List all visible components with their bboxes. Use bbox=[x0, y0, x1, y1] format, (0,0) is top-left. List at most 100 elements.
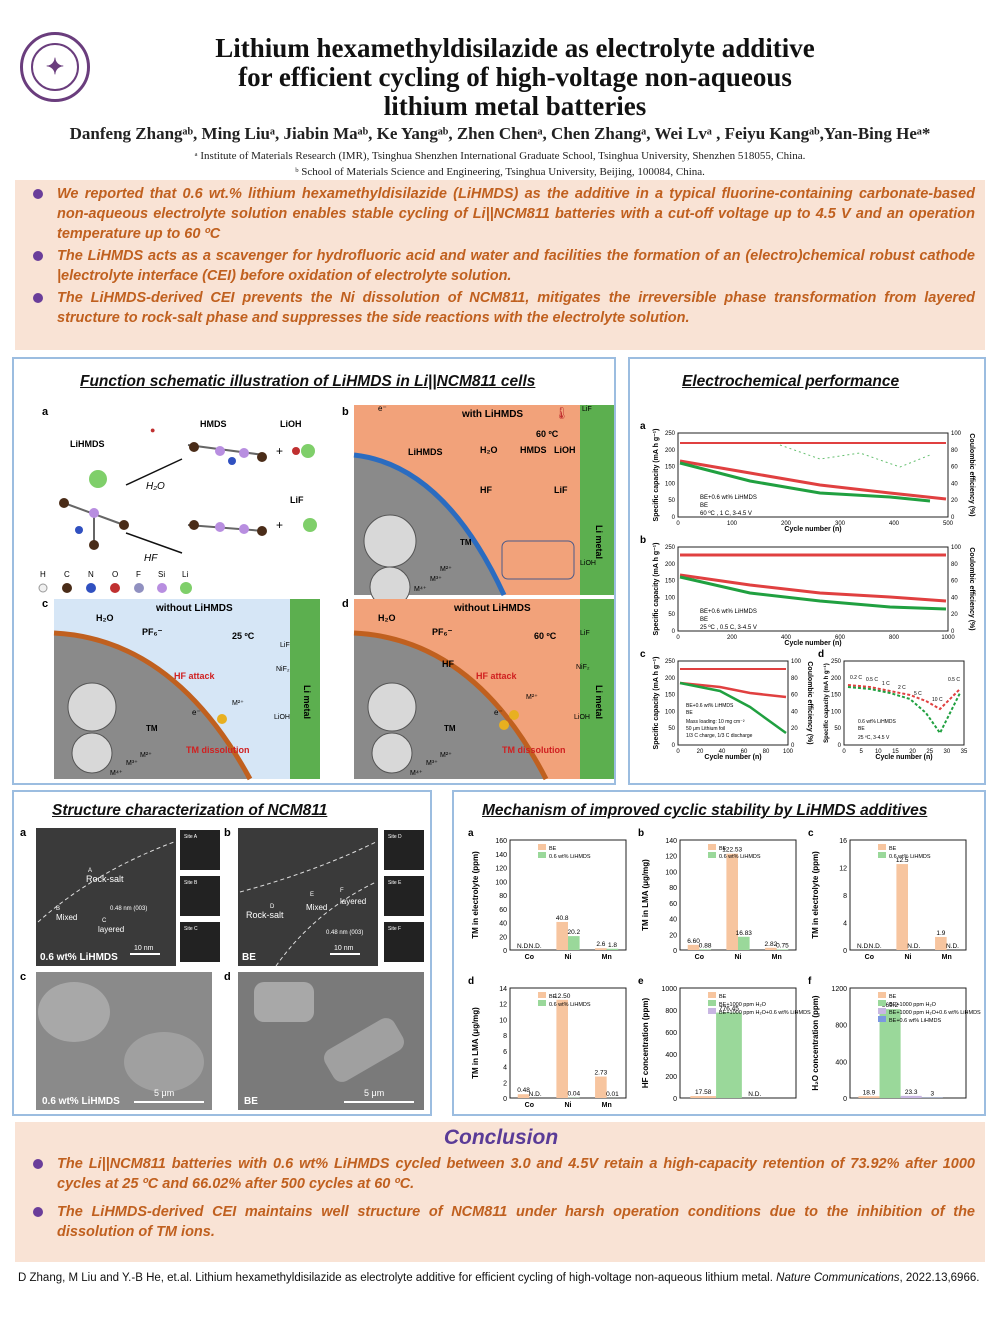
x-tick-label: 25 bbox=[926, 749, 933, 755]
site-d-label: Site D bbox=[388, 834, 402, 840]
tm-ion-icon bbox=[499, 720, 509, 730]
structure-figure: a Rock-salt Mixed layered 0.48 nm (003) … bbox=[20, 827, 424, 1110]
plot-d-frame bbox=[843, 660, 965, 746]
y2-tick-label: 60 bbox=[951, 579, 958, 585]
x-tick-label: 20 bbox=[697, 749, 704, 755]
reference-journal[interactable]: Nature Communications bbox=[776, 1272, 900, 1284]
lif-layer-label: LiF bbox=[580, 630, 590, 637]
x-tick-label: 0 bbox=[676, 635, 680, 641]
data-label: 12.5 bbox=[896, 857, 909, 864]
y2-tick-label: 60 bbox=[951, 465, 958, 471]
legend-swatch bbox=[538, 844, 546, 850]
y-tick-label: 20 bbox=[669, 932, 677, 939]
x-tick-label: 100 bbox=[783, 749, 794, 755]
legend-label: BE+0.6 wt% LiHMDS bbox=[889, 1018, 941, 1024]
x-tick-label: 0 bbox=[676, 521, 680, 527]
lihmds-label: LiHMDS bbox=[408, 447, 443, 457]
lioh-layer-label: LiOH bbox=[274, 714, 290, 721]
m3-label: M³⁺ bbox=[426, 760, 438, 767]
data-label: 0.88 bbox=[699, 942, 712, 949]
y-tick-label: 40 bbox=[499, 921, 507, 928]
x-tick-label: 15 bbox=[892, 749, 899, 755]
conclusion-item: The Li||NCM811 batteries with 0.6 wt% Li… bbox=[27, 1154, 975, 1194]
schematic-b: b Li metal with LiHMDS 60 ºC 🌡 e⁻ LiHMDS… bbox=[342, 404, 614, 608]
legend-f: F bbox=[136, 570, 141, 579]
legend-swatch bbox=[538, 1000, 546, 1006]
phase-boundary bbox=[275, 881, 377, 967]
y-tick-label: 0 bbox=[503, 1096, 507, 1103]
schematic-title: Function schematic illustration of LiHMD… bbox=[80, 373, 536, 390]
phase-boundary bbox=[37, 841, 175, 923]
data-label: N.D. bbox=[857, 943, 870, 950]
bar bbox=[935, 936, 947, 950]
rate-label: 0.5 C bbox=[948, 677, 960, 683]
hmds-label: HMDS bbox=[520, 445, 547, 455]
category-label: Mn bbox=[602, 1102, 612, 1109]
bar bbox=[556, 921, 568, 950]
y-tick-label: 160 bbox=[495, 838, 507, 845]
legend-lithium-foil: 50 μm Lithium foil bbox=[686, 726, 725, 732]
m2-label: M²⁺ bbox=[440, 566, 452, 573]
legend-swatch bbox=[708, 1000, 716, 1006]
title-line-2: for efficient cycling of high-voltage no… bbox=[238, 62, 792, 92]
y-tick-label: 150 bbox=[665, 465, 676, 471]
legend-lihmds: BE+0.6 wt% LiHMDS bbox=[686, 703, 734, 709]
x-tick-label: 20 bbox=[909, 749, 916, 755]
rate-label: 0.2 C bbox=[850, 675, 862, 681]
schematic-c: c Li metal without LiHMDS 25 ºC H₂O PF₆⁻… bbox=[42, 598, 320, 781]
lioh-layer-label: LiOH bbox=[580, 560, 596, 567]
nif2-layer-label: NiF₂ bbox=[576, 664, 590, 671]
data-label: N.D. bbox=[907, 943, 920, 950]
category-label: Mn bbox=[772, 954, 782, 961]
y-tick-label: 100 bbox=[831, 709, 842, 715]
sub-label: b bbox=[342, 406, 349, 418]
y2-tick-label: 0 bbox=[951, 515, 955, 521]
scale-bar-label: 5 μm bbox=[364, 1088, 384, 1098]
dissolved-ion-label: M²⁺ bbox=[232, 700, 244, 707]
data-label: 0.48 bbox=[517, 1087, 530, 1094]
lattice-zoom-icon bbox=[367, 682, 417, 732]
reaction-arrow-icon bbox=[125, 458, 183, 486]
y-tick-label: 10 bbox=[499, 1017, 507, 1024]
bar bbox=[726, 853, 738, 950]
x-tick-label: 200 bbox=[727, 635, 738, 641]
legend-swatch bbox=[878, 992, 886, 998]
legend-be: BE bbox=[858, 726, 865, 732]
y-tick-label: 12 bbox=[499, 1002, 507, 1009]
legend-be: BE bbox=[686, 710, 693, 716]
legend-label: BE bbox=[549, 994, 557, 1000]
category-label: Ni bbox=[905, 954, 912, 961]
electron-label: e⁻ bbox=[192, 708, 201, 717]
sub-label: d bbox=[818, 649, 824, 660]
legend-label: BE+1000 ppm H₂O bbox=[889, 1002, 937, 1008]
y2-tick-label: 0 bbox=[951, 629, 955, 635]
lif-layer-label: LiF bbox=[280, 642, 290, 649]
fft-site-e bbox=[384, 876, 424, 916]
legend-swatch bbox=[878, 1000, 886, 1006]
y2-tick-label: 100 bbox=[951, 545, 962, 551]
data-label: 3 bbox=[930, 1091, 934, 1098]
y-tick-label: 16 bbox=[839, 838, 847, 845]
y-tick-label: 40 bbox=[669, 917, 677, 924]
site-mark-c: C bbox=[102, 918, 107, 924]
sub-label: e bbox=[638, 976, 644, 987]
capacity-be-series bbox=[847, 686, 961, 735]
tm-label: TM bbox=[444, 724, 456, 733]
y-tick-label: 0 bbox=[672, 515, 676, 521]
data-label: N.D. bbox=[517, 943, 530, 950]
x-tick-label: 40 bbox=[719, 749, 726, 755]
temperature-label: 25 ºC bbox=[232, 631, 255, 641]
m2-label: M²⁺ bbox=[140, 752, 152, 759]
capacity-be-series bbox=[679, 461, 931, 503]
legend-c: C bbox=[64, 570, 70, 579]
x-tick-label: 100 bbox=[727, 521, 738, 527]
site-e-label: Site E bbox=[388, 880, 402, 886]
h2o-label: H₂O bbox=[378, 613, 396, 623]
y-tick-label: 200 bbox=[665, 676, 676, 682]
bar bbox=[556, 999, 568, 1098]
y-tick-label: 80 bbox=[669, 885, 677, 892]
x-tick-label: 60 bbox=[741, 749, 748, 755]
